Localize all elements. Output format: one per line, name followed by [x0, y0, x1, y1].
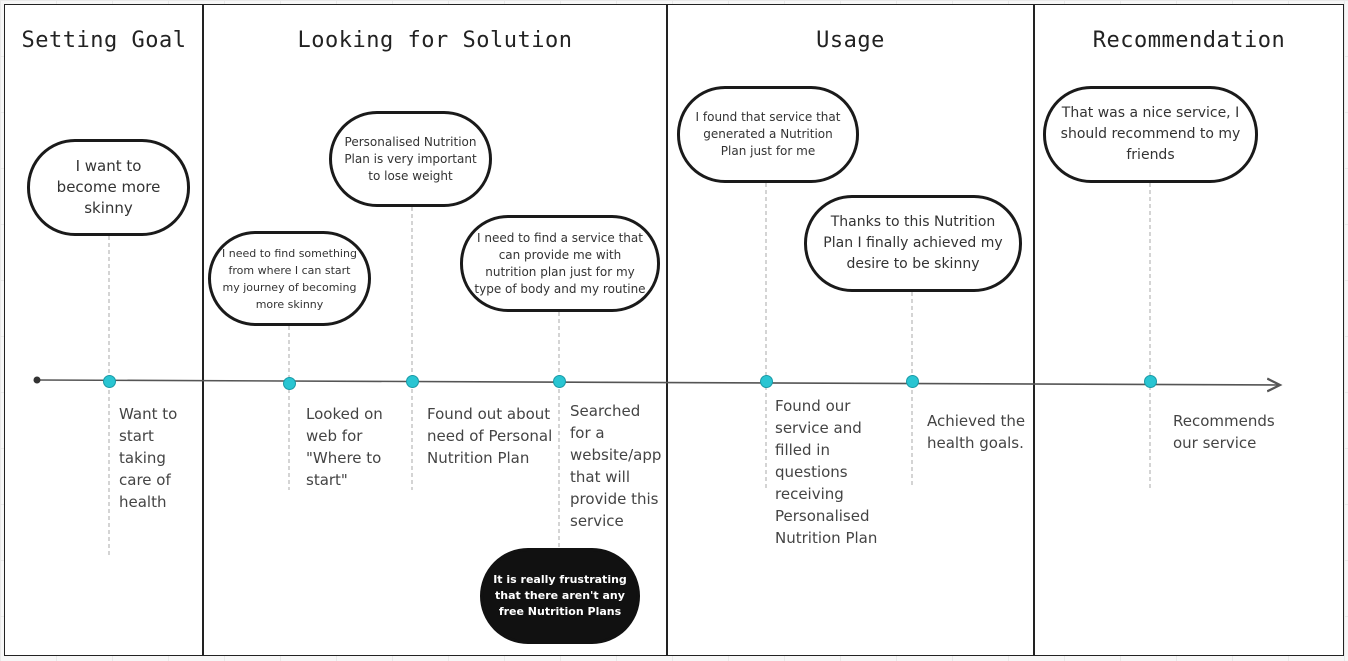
- timeline-start-point: [33, 376, 41, 384]
- step-description: Achieved the health goals.: [927, 412, 1026, 452]
- thought-bubble: I need to find something from where I ca…: [208, 231, 371, 326]
- milestone-dot: [553, 375, 566, 388]
- milestone-dot: [406, 375, 419, 388]
- thought-bubble: Thanks to this Nutrition Plan I finally …: [804, 195, 1022, 292]
- milestone-dot: [283, 377, 296, 390]
- milestone-dot: [906, 375, 919, 388]
- step-description: Searched for a website/app that will pro…: [570, 402, 662, 530]
- timeline-axis: [36, 380, 1280, 385]
- thought-bubble: I need to find a service that can provid…: [460, 215, 660, 312]
- thought-bubble: That was a nice service, I should recomm…: [1043, 86, 1258, 183]
- stage-title-usage: Usage: [816, 28, 885, 53]
- stage-title-looking-for-solution: Looking for Solution: [297, 28, 573, 53]
- milestone-dot: [103, 375, 116, 388]
- step-description: Recommends our service: [1173, 412, 1275, 452]
- stage-divider: [202, 4, 204, 656]
- thought-bubble: I want to become more skinny: [27, 139, 190, 236]
- stage-title-setting-goal: Setting Goal: [21, 28, 187, 53]
- stage-divider: [1033, 4, 1035, 656]
- step-description: Looked on web for "Where to start": [306, 405, 383, 489]
- step-description: Found out about need of Personal Nutriti…: [427, 405, 553, 467]
- step-description: Found our service and filled in question…: [775, 397, 878, 547]
- stage-divider: [666, 4, 668, 656]
- step-description: Want to start taking care of health: [119, 405, 178, 511]
- milestone-dot: [760, 375, 773, 388]
- frustration-bubble: It is really frustrating that there aren…: [480, 548, 640, 644]
- thought-bubble: Personalised Nutrition Plan is very impo…: [329, 111, 492, 207]
- thought-bubble: I found that service that generated a Nu…: [677, 86, 859, 183]
- milestone-dot: [1144, 375, 1157, 388]
- stage-title-recommendation: Recommendation: [1092, 28, 1286, 53]
